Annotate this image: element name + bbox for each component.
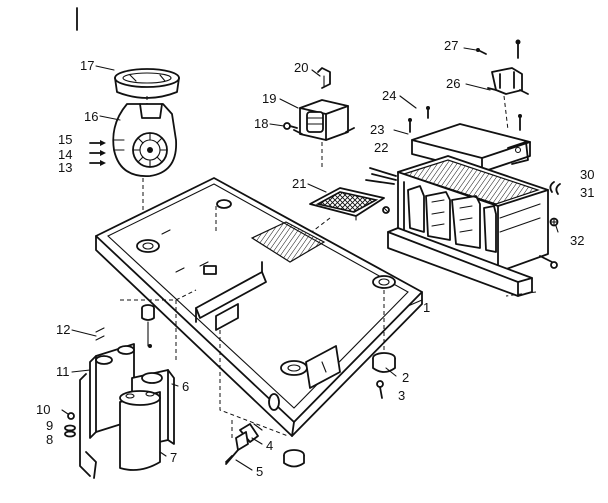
callout-leaders <box>61 47 559 471</box>
part-bracket <box>487 67 529 95</box>
callout-13: 13 <box>58 160 72 175</box>
part-clip <box>549 181 561 195</box>
screws-32 <box>539 217 559 269</box>
callout-10: 10 <box>36 402 50 417</box>
callout-8: 8 <box>46 432 53 447</box>
callout-32: 32 <box>570 233 584 248</box>
callout-1: 1 <box>423 300 430 315</box>
callout-labels: 1 2 3 4 5 6 7 8 9 10 11 12 13 14 15 16 1… <box>36 38 594 479</box>
part-bushing <box>141 304 155 348</box>
callout-12: 12 <box>56 322 70 337</box>
callout-21: 21 <box>292 176 306 191</box>
callout-16: 16 <box>84 109 98 124</box>
part-control-box <box>387 155 549 297</box>
callout-17: 17 <box>80 58 94 73</box>
part-foot-bottom <box>283 449 305 468</box>
part-filter <box>309 187 385 221</box>
part-base-pan <box>95 177 423 437</box>
screws-13-15 <box>89 140 106 166</box>
part-capacitor-7 <box>119 390 161 471</box>
callout-26: 26 <box>446 76 460 91</box>
part-blower-ring <box>114 68 180 99</box>
callout-15: 15 <box>58 132 72 147</box>
part-screw-18 <box>283 122 298 130</box>
callout-30: 30 <box>580 167 594 182</box>
alignment-lines-b <box>219 330 289 440</box>
callout-9: 9 <box>46 418 53 433</box>
part-valve <box>225 423 263 465</box>
part-transformer <box>293 99 355 141</box>
callout-3: 3 <box>398 388 405 403</box>
callout-27: 27 <box>444 38 458 53</box>
callout-2: 2 <box>402 370 409 385</box>
callout-6: 6 <box>182 379 189 394</box>
callout-23: 23 <box>370 122 384 137</box>
callout-14: 14 <box>58 147 72 162</box>
part-capacitor-bracket <box>79 327 105 479</box>
callout-18: 18 <box>254 116 268 131</box>
alignment-lines <box>120 289 197 360</box>
part-connector <box>317 67 331 89</box>
callout-24: 24 <box>382 88 396 103</box>
part-nuts <box>64 412 76 438</box>
callout-20: 20 <box>294 60 308 75</box>
part-screw-27 <box>476 39 521 59</box>
leader-26 <box>503 95 509 131</box>
part-wire-leads <box>365 167 397 185</box>
callout-7: 7 <box>170 450 177 465</box>
callout-22: 22 <box>374 140 388 155</box>
leader-32 <box>505 291 537 297</box>
part-filter-screw <box>382 206 390 214</box>
callout-11: 11 <box>56 364 70 379</box>
callout-5: 5 <box>256 464 263 479</box>
screws-23-24 <box>408 106 522 133</box>
callout-4: 4 <box>266 438 273 453</box>
callout-31: 31 <box>580 185 594 200</box>
part-blower-housing <box>112 103 177 177</box>
part-screw-3 <box>376 380 384 399</box>
part-foot-2 <box>372 352 396 373</box>
callout-19: 19 <box>262 91 276 106</box>
